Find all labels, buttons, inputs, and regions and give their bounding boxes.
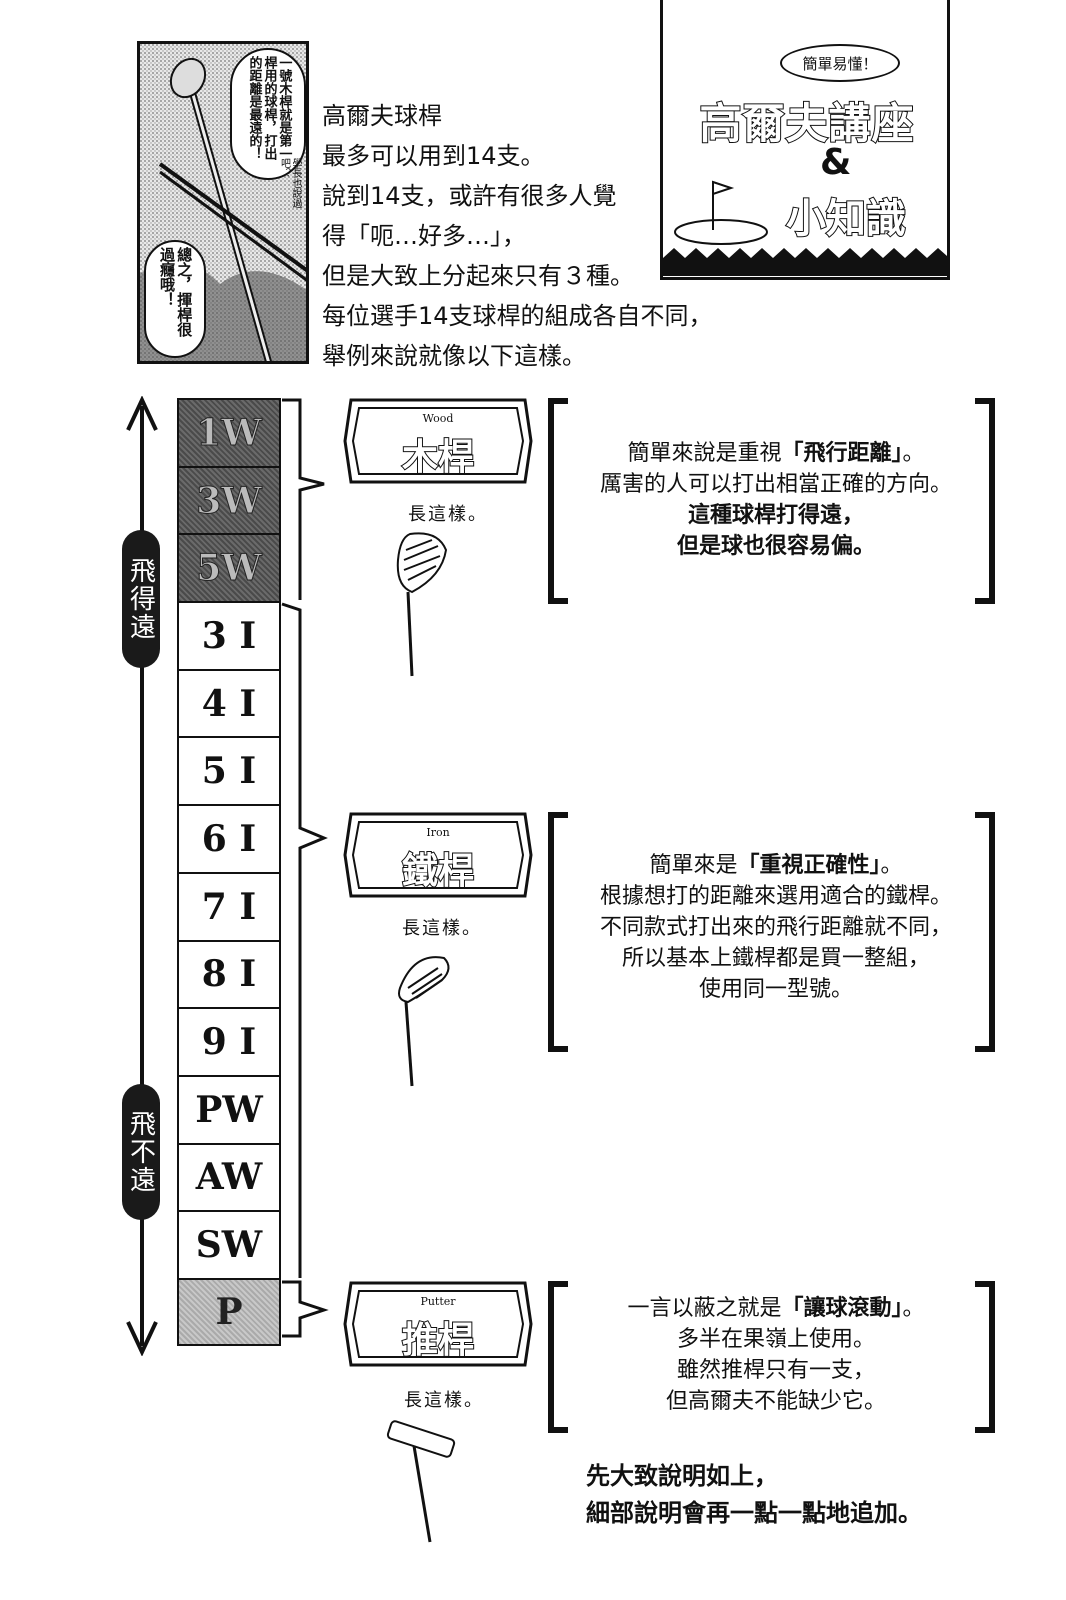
desc-line: 這種球桿打得遠， bbox=[687, 503, 864, 528]
intro-line: 每位選手14支球桿的組成各自不同， bbox=[322, 302, 713, 330]
desc-text: 。 bbox=[880, 853, 903, 878]
footer-line: 細部說明會再一點一點地追加。 bbox=[586, 1499, 922, 1527]
bracket-right bbox=[975, 398, 995, 604]
desc-line: 但是球也很容易偏。 bbox=[676, 534, 875, 559]
bracket-left bbox=[548, 1281, 568, 1433]
speech-bubble-bottom: 總之，揮桿很過癮哦！ bbox=[144, 240, 206, 358]
bubble-side-text: 學長也說過吧？ bbox=[278, 158, 302, 208]
putter-zh: 推桿 bbox=[401, 1319, 475, 1362]
bracket-left bbox=[548, 398, 568, 604]
desc-line: 多半在果嶺上使用。 bbox=[676, 1327, 875, 1352]
desc-text: 。 bbox=[902, 441, 925, 466]
intro-line: 舉例來說就像以下這樣。 bbox=[322, 342, 586, 370]
wood-club-icon bbox=[396, 532, 448, 677]
corner-tag: 簡單易懂！ bbox=[780, 44, 900, 82]
footer-line: 先大致說明如上， bbox=[586, 1462, 778, 1490]
club-cell: 3W bbox=[177, 465, 281, 534]
desc-text: 一言以蔽之就是 bbox=[627, 1296, 782, 1321]
putter-en: Putter bbox=[420, 1295, 456, 1308]
intro-line: 高爾夫球桿 bbox=[322, 102, 442, 130]
intro-line: 說到14支，或許有很多人覺 bbox=[322, 182, 617, 210]
club-cell: 7 I bbox=[177, 871, 281, 940]
desc-line: 但高爾夫不能缺少它。 bbox=[665, 1389, 886, 1414]
desc-text: 簡單來是 bbox=[649, 853, 738, 878]
club-cell: 5W bbox=[177, 533, 281, 602]
intro-text: 高爾夫球桿 最多可以用到14支。 說到14支，或許有很多人覺 得「呃…好多…」，… bbox=[322, 96, 713, 376]
desc-line: 雖然推桿只有一支， bbox=[676, 1358, 875, 1383]
desc-emphasis: 「重視正確性」 bbox=[737, 853, 881, 878]
wood-looks: 長這樣。 bbox=[408, 504, 488, 525]
club-cell: 4 I bbox=[177, 668, 281, 737]
speech-bubble: 一號木桿就是第一桿用的球桿，打出的距離是最遠的！ bbox=[230, 48, 306, 180]
corner-title: 高爾夫講座 bbox=[698, 98, 915, 149]
club-cell: 8 I bbox=[177, 939, 281, 1008]
club-cell: P bbox=[177, 1277, 281, 1346]
corner-amp: & bbox=[820, 142, 852, 183]
club-cell: 1W bbox=[177, 398, 281, 466]
desc-line: 不同款式打出來的飛行距離就不同， bbox=[599, 915, 952, 940]
bubble-text: 一號木桿就是第一桿用的球桿，打出的距離是最遠的！ bbox=[246, 56, 292, 160]
zigzag-border bbox=[663, 248, 947, 276]
desc-emphasis: 「讓球滾動」 bbox=[781, 1296, 903, 1321]
corner-subtitle: 小知識 bbox=[785, 195, 907, 243]
intro-line: 最多可以用到14支。 bbox=[322, 142, 545, 170]
bracket-right bbox=[975, 1281, 995, 1433]
club-cell: 5 I bbox=[177, 736, 281, 805]
wood-zh: 木桿 bbox=[401, 436, 475, 479]
iron-club-icon bbox=[398, 956, 450, 1087]
golf-flag-icon bbox=[674, 180, 768, 245]
putter-description: 一言以蔽之就是「讓球滾動」。 多半在果嶺上使用。 雖然推桿只有一支， 但高爾夫不… bbox=[560, 1293, 992, 1417]
desc-emphasis: 「飛行距離」 bbox=[781, 441, 903, 466]
wood-label: Wood 木桿 bbox=[343, 398, 533, 484]
iron-description: 簡單來是「重視正確性」。 根據想打的距離來選用適合的鐵桿。 不同款式打出來的飛行… bbox=[560, 850, 992, 1005]
bracket-right bbox=[975, 812, 995, 1052]
wood-description: 簡單來說是重視「飛行距離」。 厲害的人可以打出相當正確的方向。 這種球桿打得遠，… bbox=[560, 438, 992, 562]
desc-line: 所以基本上鐵桿都是買一整組， bbox=[621, 946, 930, 971]
manga-panel: 一號木桿就是第一桿用的球桿，打出的距離是最遠的！ 學長也說過吧？ 總之，揮桿很過… bbox=[137, 41, 309, 364]
bracket-left bbox=[548, 812, 568, 1052]
club-cell: SW bbox=[177, 1210, 281, 1278]
desc-line: 根據想打的距離來選用適合的鐵桿。 bbox=[599, 884, 952, 909]
iron-label: Iron 鐵桿 bbox=[343, 812, 533, 898]
desc-line: 使用同一型號。 bbox=[698, 977, 853, 1002]
intro-line: 但是大致上分起來只有３種。 bbox=[322, 262, 634, 290]
iron-looks: 長這樣。 bbox=[402, 918, 482, 939]
iron-zh: 鐵桿 bbox=[401, 850, 475, 893]
desc-text: 簡單來說是重視 bbox=[627, 441, 782, 466]
group-braces bbox=[281, 398, 329, 1338]
near-label: 飛不遠 bbox=[122, 1084, 160, 1220]
putter-looks: 長這樣。 bbox=[404, 1390, 484, 1411]
iron-en: Iron bbox=[426, 826, 450, 839]
putter-label: Putter 推桿 bbox=[343, 1281, 533, 1367]
desc-text: 。 bbox=[902, 1296, 925, 1321]
far-label: 飛得遠 bbox=[122, 530, 160, 668]
corner-title-box bbox=[660, 0, 950, 280]
desc-line: 厲害的人可以打出相當正確的方向。 bbox=[599, 472, 952, 497]
club-cell: AW bbox=[177, 1142, 281, 1211]
club-cell: 3 I bbox=[177, 601, 281, 669]
club-cell: 6 I bbox=[177, 804, 281, 872]
club-cell: PW bbox=[177, 1074, 281, 1143]
intro-line: 得「呃…好多…」， bbox=[322, 222, 526, 250]
club-list: 1W 3W 5W 3 I 4 I 5 I 6 I 7 I 8 I 9 I PW … bbox=[177, 398, 281, 1346]
footer-note: 先大致說明如上， 細部說明會再一點一點地追加。 bbox=[586, 1458, 922, 1532]
club-cell: 9 I bbox=[177, 1007, 281, 1075]
putter-club-icon bbox=[386, 1420, 456, 1543]
bubble-bottom-text: 總之，揮桿很過癮哦！ bbox=[158, 247, 194, 337]
wood-en: Wood bbox=[422, 412, 454, 425]
